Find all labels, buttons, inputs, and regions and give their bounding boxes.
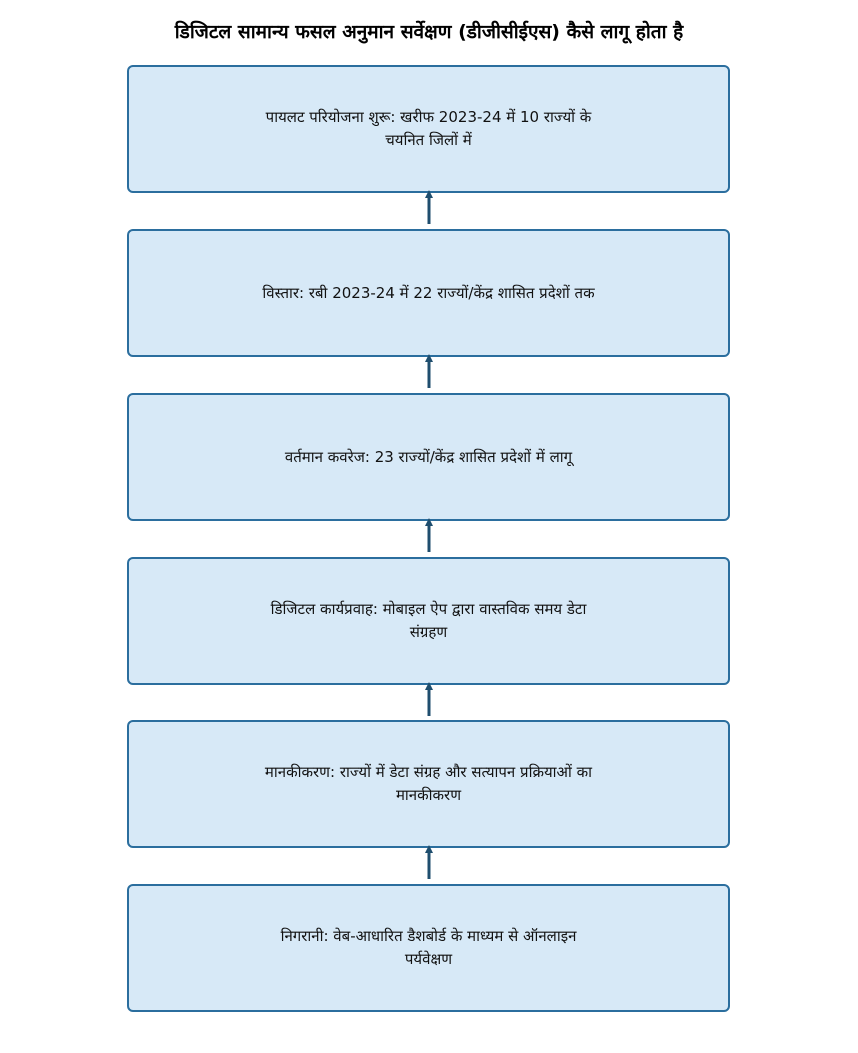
step-box-standardization: मानकीकरण: राज्यों में डेटा संग्रह और सत्… (127, 720, 730, 848)
step-label: विस्तार: रबी 2023-24 में 22 राज्यों/केंद… (262, 283, 595, 302)
step-label: पायलट परियोजना शुरू: खरीफ 2023-24 में 10… (265, 108, 592, 149)
step-label: मानकीकरण: राज्यों में डेटा संग्रह और सत्… (264, 763, 593, 804)
step-box-monitoring: निगरानी: वेब-आधारित डैशबोर्ड के माध्यम स… (127, 884, 730, 1012)
step-box-pilot: पायलट परियोजना शुरू: खरीफ 2023-24 में 10… (127, 65, 730, 193)
step-box-current-coverage: वर्तमान कवरेज: 23 राज्यों/केंद्र शासित प… (127, 393, 730, 521)
step-label: वर्तमान कवरेज: 23 राज्यों/केंद्र शासित प… (284, 447, 573, 466)
step-box-expansion: विस्तार: रबी 2023-24 में 22 राज्यों/केंद… (127, 229, 730, 357)
step-label: निगरानी: वेब-आधारित डैशबोर्ड के माध्यम स… (280, 927, 577, 968)
step-label: डिजिटल कार्यप्रवाह: मोबाइल ऐप द्वारा वास… (270, 600, 587, 641)
step-box-digital-workflow: डिजिटल कार्यप्रवाह: मोबाइल ऐप द्वारा वास… (127, 557, 730, 685)
diagram-title: डिजिटल सामान्य फसल अनुमान सर्वेक्षण (डीज… (174, 21, 684, 43)
